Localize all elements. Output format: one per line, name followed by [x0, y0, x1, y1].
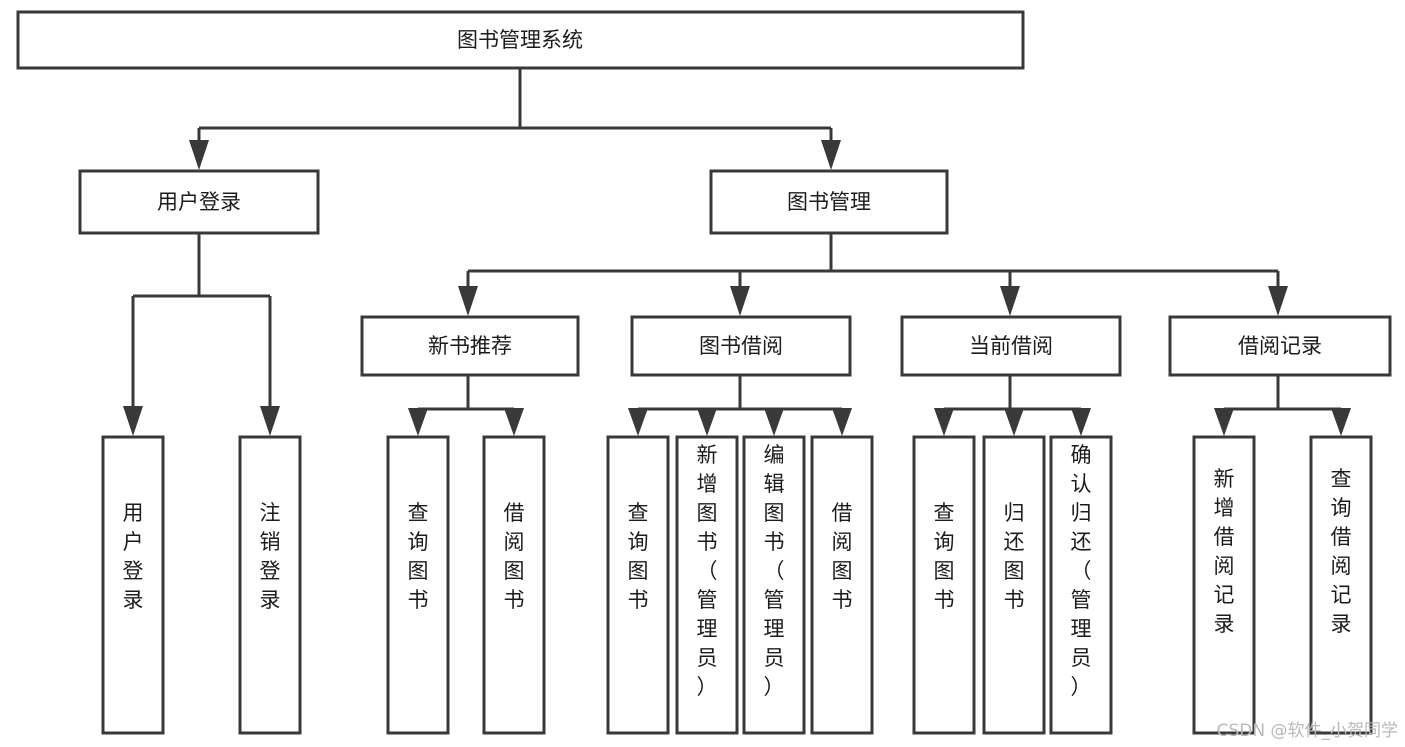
node-box-borrow-records[interactable] — [1168, 315, 1392, 377]
node-leaf-new-book-2[interactable]: 借阅图书 — [482, 435, 546, 735]
node-label-book-borrow: 图书借阅 — [699, 334, 783, 358]
node-label-current-borrow: 当前借阅 — [969, 334, 1053, 358]
arrowhead-user-login-leaf1 — [123, 406, 143, 436]
arrowhead-newbook-leaf1 — [408, 408, 428, 436]
arrowhead-current-leaf1 — [934, 408, 954, 436]
node-leaf-borrow-1[interactable]: 查询图书 — [606, 435, 670, 735]
node-user-login[interactable]: 用户登录 — [78, 169, 320, 235]
watermark-text: CSDN @软件_小贺同学 — [1217, 721, 1398, 741]
node-new-book-recommend[interactable]: 新书推荐 — [360, 315, 580, 377]
node-box-leaf-borrow-3[interactable] — [742, 435, 806, 735]
node-box-leaf-borrow-4[interactable] — [810, 435, 874, 735]
arrowhead-newbook-leaf2 — [504, 408, 524, 436]
node-label-leaf-records-2: 查询借阅记录 — [1331, 467, 1352, 636]
node-leaf-borrow-3[interactable]: 编辑图书（管理员） — [742, 435, 806, 735]
node-box-leaf-current-1[interactable] — [912, 435, 976, 735]
node-box-leaf-user-login-1[interactable] — [101, 435, 165, 735]
node-book-management[interactable]: 图书管理 — [709, 169, 949, 235]
arrowhead-user-login-leaf2 — [260, 406, 280, 436]
node-label-leaf-user-login-1: 用户登录 — [123, 501, 144, 612]
node-box-leaf-borrow-2[interactable] — [675, 435, 739, 735]
node-label-borrow-records: 借阅记录 — [1238, 334, 1322, 358]
arrowhead-borrow-leaf4 — [832, 408, 852, 436]
node-box-user-login[interactable] — [78, 169, 320, 235]
node-label-leaf-records-1: 新增借阅记录 — [1214, 467, 1235, 636]
arrowhead-current-leaf3 — [1071, 408, 1091, 436]
arrowhead-current — [1000, 286, 1020, 316]
node-leaf-current-2[interactable]: 归还图书 — [982, 435, 1046, 735]
node-label-leaf-borrow-2: 新增图书（管理员） — [697, 443, 718, 699]
node-label-new-book-recommend: 新书推荐 — [428, 334, 512, 358]
arrowhead-borrow-leaf2 — [697, 408, 717, 436]
node-label-leaf-borrow-4: 借阅图书 — [832, 501, 853, 612]
arrowhead-borrow-leaf3 — [764, 408, 784, 436]
node-leaf-borrow-2[interactable]: 新增图书（管理员） — [675, 435, 739, 735]
node-box-book-borrow[interactable] — [630, 315, 852, 377]
node-leaf-current-3[interactable]: 确认归还（管理员） — [1049, 435, 1113, 735]
arrowhead-records-leaf1 — [1214, 408, 1234, 436]
node-box-leaf-new-book-1[interactable] — [386, 435, 450, 735]
node-label-user-login: 用户登录 — [157, 190, 241, 214]
node-box-current-borrow[interactable] — [900, 315, 1122, 377]
node-borrow-records[interactable]: 借阅记录 — [1168, 315, 1392, 377]
node-leaf-new-book-1[interactable]: 查询图书 — [386, 435, 450, 735]
arrowhead-new-book — [458, 286, 478, 316]
arrowhead-borrow-leaf1 — [628, 408, 648, 436]
node-box-leaf-records-2[interactable] — [1309, 435, 1373, 735]
node-root-system[interactable]: 图书管理系统 — [16, 10, 1025, 70]
node-label-leaf-user-login-2: 注销登录 — [260, 501, 281, 612]
node-box-book-management[interactable] — [709, 169, 949, 235]
node-leaf-borrow-4[interactable]: 借阅图书 — [810, 435, 874, 735]
node-box-leaf-new-book-2[interactable] — [482, 435, 546, 735]
node-label-leaf-current-1: 查询图书 — [934, 501, 955, 612]
node-box-leaf-current-2[interactable] — [982, 435, 1046, 735]
arrowhead-book-mgmt — [821, 140, 841, 170]
node-leaf-user-login-1[interactable]: 用户登录 — [101, 435, 165, 735]
node-current-borrow[interactable]: 当前借阅 — [900, 315, 1122, 377]
node-leaf-current-1[interactable]: 查询图书 — [912, 435, 976, 735]
arrowhead-user-login — [189, 140, 209, 170]
node-label-leaf-current-3: 确认归还（管理员） — [1071, 443, 1092, 699]
node-leaf-records-1[interactable]: 新增借阅记录 — [1192, 435, 1256, 735]
node-box-leaf-records-1[interactable] — [1192, 435, 1256, 735]
node-label-leaf-borrow-3: 编辑图书（管理员） — [764, 443, 785, 699]
arrowhead-records-leaf2 — [1331, 408, 1351, 436]
arrowhead-records — [1268, 286, 1288, 316]
node-box-new-book-recommend[interactable] — [360, 315, 580, 377]
node-leaf-records-2[interactable]: 查询借阅记录 — [1309, 435, 1373, 735]
arrowhead-borrow — [730, 286, 750, 316]
node-label-book-management: 图书管理 — [787, 190, 871, 214]
node-box-leaf-borrow-1[interactable] — [606, 435, 670, 735]
node-label-leaf-new-book-2: 借阅图书 — [504, 501, 525, 612]
node-leaf-user-login-2[interactable]: 注销登录 — [238, 435, 302, 735]
node-label-leaf-borrow-1: 查询图书 — [628, 501, 649, 612]
node-label-leaf-new-book-1: 查询图书 — [408, 501, 429, 612]
node-box-leaf-user-login-2[interactable] — [238, 435, 302, 735]
arrowhead-current-leaf2 — [1004, 408, 1024, 436]
node-label-root: 图书管理系统 — [457, 28, 583, 52]
node-label-leaf-current-2: 归还图书 — [1004, 501, 1025, 612]
connector-group — [123, 68, 1351, 436]
node-book-borrow[interactable]: 图书借阅 — [630, 315, 852, 377]
node-box-root[interactable] — [16, 10, 1025, 70]
node-box-leaf-current-3[interactable] — [1049, 435, 1113, 735]
